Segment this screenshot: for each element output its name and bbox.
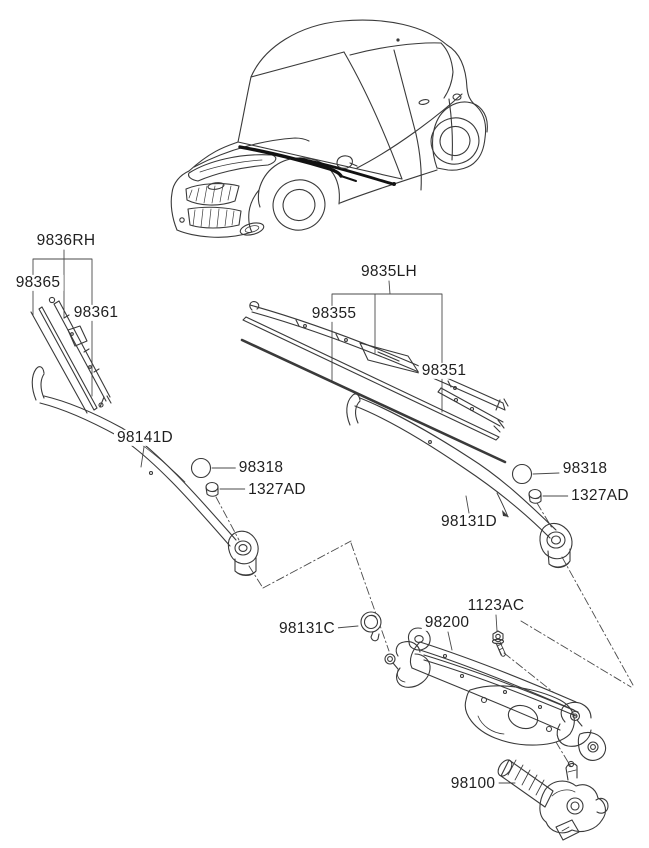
wiper-linkage-assembly bbox=[384, 627, 607, 761]
callout-1327ad-left: 1327AD bbox=[245, 481, 309, 499]
wiper-blade-group-lh bbox=[240, 301, 509, 464]
callout-98200: 98200 bbox=[421, 614, 473, 632]
wiper-arm-passenger bbox=[346, 393, 573, 569]
arm-nut-passenger-part bbox=[528, 488, 542, 504]
pivot-cap-driver-part bbox=[190, 457, 212, 479]
callout-leader-lines bbox=[32, 249, 570, 784]
callout-98131d: 98131D bbox=[437, 513, 501, 531]
callout-98100: 98100 bbox=[447, 775, 499, 793]
callout-1123ac: 1123AC bbox=[464, 597, 528, 615]
callout-98318-right: 98318 bbox=[559, 460, 611, 478]
car-illustration bbox=[170, 19, 488, 238]
mount-bolt-part bbox=[491, 630, 506, 657]
arm-nut-driver-part bbox=[205, 481, 219, 497]
callout-98355: 98355 bbox=[308, 305, 360, 323]
callout-98141d: 98141D bbox=[113, 429, 177, 447]
callout-1327ad-right: 1327AD bbox=[568, 487, 632, 505]
callout-9835lh: 9835LH bbox=[357, 263, 421, 281]
assembly-center-lines bbox=[215, 496, 634, 768]
wiper-arm-driver bbox=[31, 366, 259, 577]
wiper-blade-group-rh bbox=[30, 296, 112, 414]
callout-98351: 98351 bbox=[418, 362, 470, 380]
callout-98361: 98361 bbox=[70, 304, 122, 322]
wiper-motor-part bbox=[497, 759, 609, 841]
crank-cap-part bbox=[360, 611, 382, 642]
car-wipers bbox=[238, 145, 396, 186]
callout-98131c: 98131C bbox=[275, 620, 339, 638]
callout-98365: 98365 bbox=[12, 274, 64, 292]
callout-9836rh: 9836RH bbox=[33, 232, 99, 250]
pivot-cap-passenger-part bbox=[511, 463, 533, 485]
callout-98318-left: 98318 bbox=[235, 459, 287, 477]
